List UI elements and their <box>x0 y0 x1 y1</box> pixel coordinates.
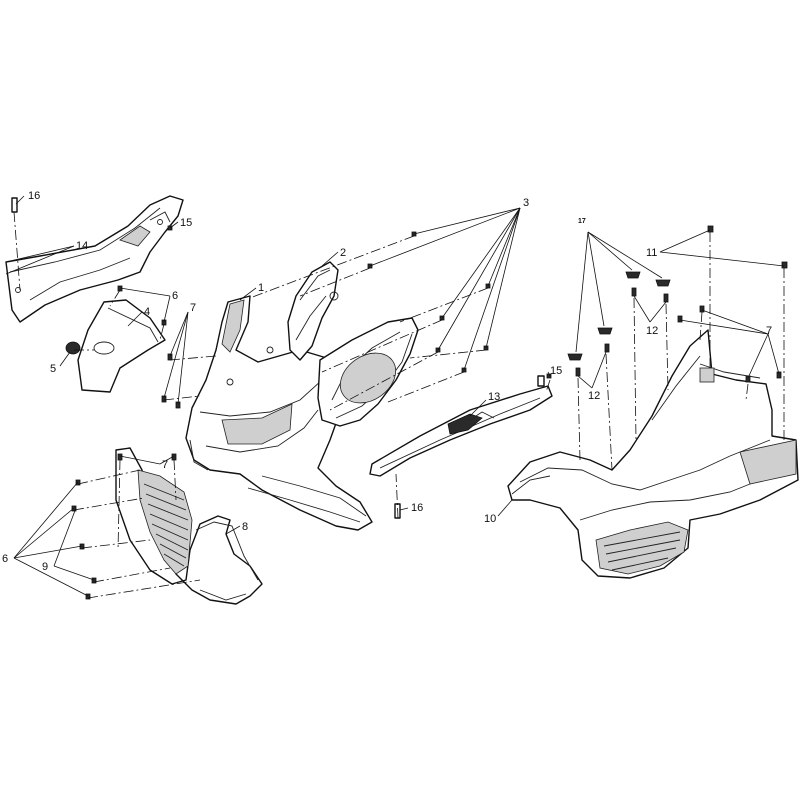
part-8-lower-cowl <box>115 447 263 605</box>
part-5-grommet <box>65 341 81 355</box>
callout-13: 13 <box>488 391 500 403</box>
callout-16: 16 <box>411 502 423 514</box>
callout-16: 16 <box>28 190 40 202</box>
callout-12: 12 <box>646 325 658 337</box>
part-14-upper-side-panel <box>5 195 184 323</box>
callout-15: 15 <box>550 365 562 377</box>
callout-3: 3 <box>523 197 529 209</box>
side-fairing-panel <box>317 317 419 427</box>
grille-slats <box>143 483 189 567</box>
callout-7: 7 <box>190 302 196 314</box>
callout-6: 6 <box>172 290 178 302</box>
callout-7: 7 <box>766 325 772 337</box>
callout-14: 14 <box>76 240 88 252</box>
part-17-cap <box>597 327 613 335</box>
part-16-screw-upper <box>11 197 18 213</box>
part-17-cap <box>625 271 641 279</box>
callout-6: 6 <box>2 553 8 565</box>
callout-7: 7 <box>162 459 168 471</box>
callout-15: 15 <box>180 217 192 229</box>
part-17-cap <box>655 279 671 287</box>
callout-9: 9 <box>42 561 48 573</box>
underbody-vent <box>603 531 681 571</box>
callouts: 16 14 15 6 4 5 7 1 2 3 15 13 16 7 8 6 9 … <box>2 190 772 573</box>
leader-lines <box>5 195 785 597</box>
part-4-inner-panel <box>65 299 166 393</box>
callout-12: 12 <box>588 390 600 402</box>
callout-17: 17 <box>578 218 586 225</box>
callout-10: 10 <box>484 513 496 525</box>
part-2-windscreen-frame <box>287 261 339 361</box>
callout-2: 2 <box>340 247 346 259</box>
callout-5: 5 <box>50 363 56 375</box>
callout-11: 11 <box>646 247 657 259</box>
callout-1: 1 <box>258 282 264 294</box>
part-17-cap <box>567 353 583 361</box>
callout-8: 8 <box>242 521 248 533</box>
part-13-floor-side-strip <box>369 375 553 477</box>
callout-4: 4 <box>144 306 150 318</box>
part-1-front-cowl <box>185 295 373 531</box>
assembly-lines <box>13 211 785 599</box>
